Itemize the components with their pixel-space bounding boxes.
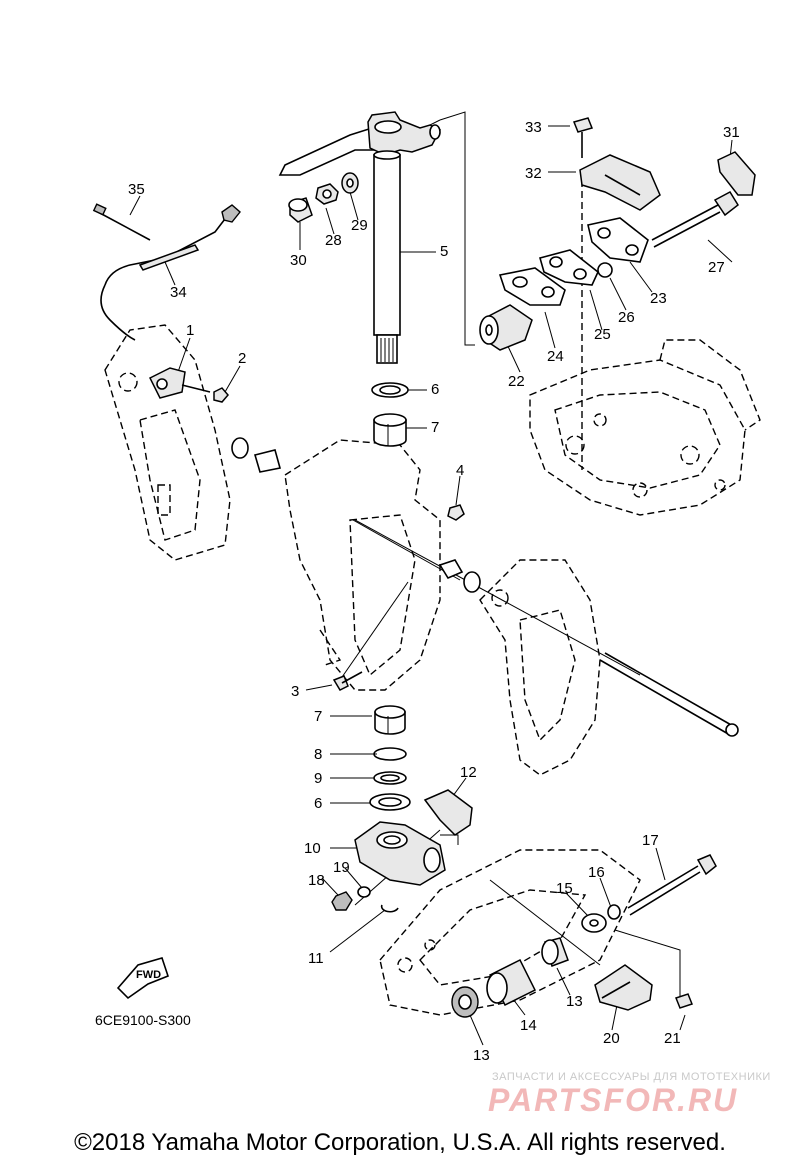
watermark-logo: PARTSFOR.RU xyxy=(488,1082,739,1118)
fwd-arrow-icon: FWD xyxy=(116,957,169,1000)
callout-34: 34 xyxy=(170,284,187,301)
part-10-lower-bracket xyxy=(354,821,446,886)
parts-22-27-upper-mount xyxy=(479,217,649,351)
tilt-tube xyxy=(231,437,739,737)
lower-mount-base xyxy=(379,849,641,1016)
right-clamp-bracket xyxy=(479,559,601,776)
callout-6-lower: 6 xyxy=(314,795,322,812)
fwd-label: FWD xyxy=(136,969,161,981)
parts-6-7-upper xyxy=(371,382,409,447)
callout-35: 35 xyxy=(128,181,145,198)
left-clamp-bracket xyxy=(104,324,231,561)
callout-6-upper: 6 xyxy=(431,381,439,398)
callout-labels: 1 2 3 4 5 6 6 7 7 8 9 10 11 12 13 13 14 … xyxy=(128,119,740,1064)
parts-34-35-cable xyxy=(92,203,241,341)
callout-1: 1 xyxy=(186,322,194,339)
callout-16: 16 xyxy=(588,864,605,881)
callout-23: 23 xyxy=(650,290,667,307)
parts-1-2-sensor xyxy=(148,367,229,403)
parts-13-14-rubbers xyxy=(451,937,569,1018)
callout-14: 14 xyxy=(520,1017,537,1034)
callout-8: 8 xyxy=(314,746,322,763)
callout-13-left: 13 xyxy=(473,1047,490,1064)
callout-22: 22 xyxy=(508,373,525,390)
callout-30: 30 xyxy=(290,252,307,269)
copyright-notice: ©2018 Yamaha Motor Corporation, U.S.A. A… xyxy=(74,1129,726,1156)
callout-31: 31 xyxy=(723,124,740,141)
callout-21: 21 xyxy=(664,1030,681,1047)
callout-5: 5 xyxy=(440,243,448,260)
parts-27-31-32-33 xyxy=(572,117,756,248)
callout-15: 15 xyxy=(556,880,573,897)
callout-29: 29 xyxy=(351,217,368,234)
callout-33: 33 xyxy=(525,119,542,136)
callout-17: 17 xyxy=(642,832,659,849)
callout-18: 18 xyxy=(308,872,325,889)
callout-2: 2 xyxy=(238,350,246,367)
diagram-code: 6CE9100-S300 xyxy=(95,1012,191,1028)
callout-28: 28 xyxy=(325,232,342,249)
callout-19: 19 xyxy=(333,859,350,876)
parts-20-21-cover xyxy=(594,964,693,1011)
callout-20: 20 xyxy=(603,1030,620,1047)
callout-26: 26 xyxy=(618,309,635,326)
callout-7-upper: 7 xyxy=(431,419,439,436)
leader-lines xyxy=(129,111,733,1046)
callout-24: 24 xyxy=(547,348,564,365)
callout-7-lower: 7 xyxy=(314,708,322,725)
parts-6-9-lower-stack xyxy=(369,705,411,811)
parts-11-18-19 xyxy=(331,886,399,913)
part-5-steering-shaft xyxy=(278,111,442,364)
upper-mount-base xyxy=(529,180,761,516)
part-4-grease-nipple xyxy=(447,504,465,521)
parts-15-16-17 xyxy=(581,854,717,933)
part-3-bolt xyxy=(332,671,363,691)
parts-28-29-30-bushings xyxy=(288,172,359,223)
swivel-bracket xyxy=(284,439,441,691)
callout-3: 3 xyxy=(291,683,299,700)
callout-11: 11 xyxy=(308,950,324,967)
watermark-tagline: ЗАПЧАСТИ И АКСЕССУАРЫ ДЛЯ МОТОТЕХНИКИ xyxy=(492,1071,771,1083)
callout-32: 32 xyxy=(525,165,542,182)
callout-10: 10 xyxy=(304,840,321,857)
callout-12: 12 xyxy=(460,764,477,781)
callout-25: 25 xyxy=(594,326,611,343)
part-12-plate xyxy=(423,789,473,836)
callout-13-right: 13 xyxy=(566,993,583,1010)
callout-27: 27 xyxy=(708,259,725,276)
callout-4: 4 xyxy=(456,462,464,479)
callout-9: 9 xyxy=(314,770,322,787)
